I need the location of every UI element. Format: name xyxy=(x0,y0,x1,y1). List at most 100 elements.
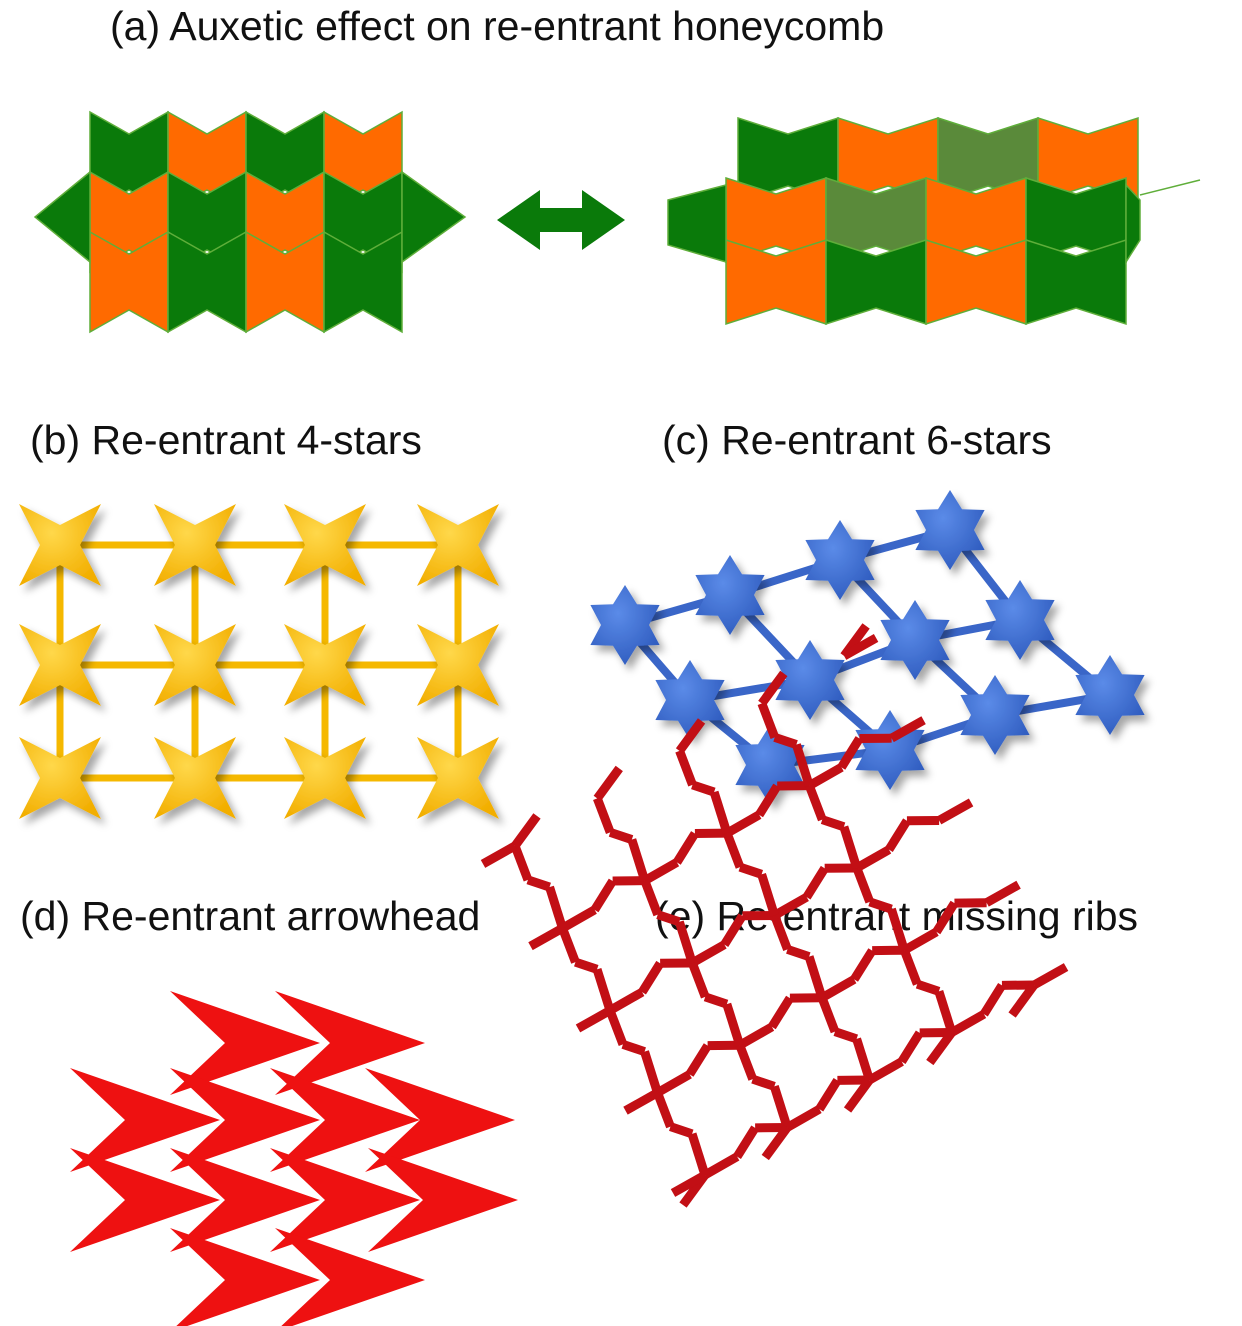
panel-e-missing-ribs xyxy=(480,623,1069,1208)
rib-segment xyxy=(852,866,874,904)
rib-segment xyxy=(709,790,732,835)
honeycomb-cell xyxy=(725,238,827,326)
four-point-star-icon xyxy=(19,504,101,586)
four-point-star-icon xyxy=(284,737,366,819)
panel-b-title: (b) Re-entrant 4-stars xyxy=(30,417,422,463)
arrowhead-shape xyxy=(270,1068,420,1172)
honeycomb-edge-cell xyxy=(667,184,727,264)
rib-segment xyxy=(773,733,798,749)
rib-segment xyxy=(653,1091,675,1129)
four-point-star-icon xyxy=(417,737,499,819)
rib-segment xyxy=(850,948,876,982)
six-point-star-icon xyxy=(695,555,765,635)
four-point-star-icon xyxy=(154,504,236,586)
rib-segment xyxy=(722,831,745,869)
rib-segment xyxy=(638,960,664,995)
rib-segment xyxy=(675,920,697,965)
rib-segment xyxy=(900,948,922,986)
rib-segment xyxy=(868,897,893,914)
four-point-star-icon xyxy=(154,737,236,819)
rib-segment xyxy=(915,979,941,996)
panel-c-title: (c) Re-entrant 6-stars xyxy=(662,417,1052,463)
rib-segment xyxy=(558,926,580,964)
rib-segment xyxy=(1008,982,1038,1018)
rib-segment xyxy=(902,927,939,955)
rib-segment xyxy=(854,845,892,872)
rib-segment xyxy=(807,763,844,790)
rib-segment xyxy=(926,1029,956,1066)
rib-segment xyxy=(703,992,729,1009)
rib-segment xyxy=(575,1006,613,1033)
rib-segment xyxy=(852,1037,874,1082)
arrowhead-shape xyxy=(70,1148,220,1252)
rib-segment xyxy=(688,961,710,999)
rib-segment xyxy=(724,810,762,838)
four-point-star-icon xyxy=(417,624,499,706)
rib-segment xyxy=(545,885,567,930)
rib-segment xyxy=(805,784,827,822)
rib-segment xyxy=(702,1152,740,1179)
arrowhead-shape xyxy=(170,1228,320,1326)
arrowhead-shape xyxy=(365,1068,515,1172)
rib-segment xyxy=(833,1027,859,1044)
rib-segment xyxy=(511,813,541,849)
rib-segment xyxy=(690,940,727,967)
rib-segment xyxy=(607,988,645,1015)
rib-segment xyxy=(758,670,788,707)
six-point-star-icon xyxy=(590,585,660,665)
honeycomb-edge-cell xyxy=(401,170,467,264)
rib-segment xyxy=(772,893,809,920)
rib-segment xyxy=(770,913,792,951)
rib-segment xyxy=(687,1132,710,1177)
six-point-star-icon xyxy=(880,600,950,680)
pull-line xyxy=(1139,179,1201,196)
honeycomb-cell xyxy=(925,238,1027,326)
rib-segment xyxy=(770,1085,792,1129)
rib-segment xyxy=(819,975,857,1002)
rib-segment xyxy=(786,945,811,961)
rib-segment xyxy=(590,878,617,913)
rib-segment xyxy=(593,765,623,802)
rib-segment xyxy=(980,982,1006,1017)
rib-segment xyxy=(887,907,909,952)
four-point-star-icon xyxy=(284,504,366,586)
rib-segment xyxy=(867,1057,904,1084)
rib-segment xyxy=(640,879,662,917)
rib-segment xyxy=(817,996,840,1034)
rib-segment xyxy=(623,1088,660,1115)
rib-segment xyxy=(560,905,597,933)
six-point-star-icon xyxy=(985,580,1055,660)
rib-segment xyxy=(949,1010,987,1037)
rib-segment xyxy=(528,924,565,951)
rib-segment xyxy=(669,1122,694,1139)
rib-segment xyxy=(804,955,827,1000)
six-point-star-icon xyxy=(960,675,1030,755)
rib-segment xyxy=(897,1030,924,1065)
rib-segment xyxy=(837,736,864,770)
arrowhead-shape xyxy=(170,1068,320,1172)
panel-b-4-stars xyxy=(19,504,499,819)
panel-a-title: (a) Auxetic effect on re-entrant honeyco… xyxy=(110,3,885,49)
rib-segment xyxy=(605,1008,628,1046)
rib-segment xyxy=(751,1074,776,1091)
four-point-star-icon xyxy=(154,624,236,706)
rib-segment xyxy=(802,865,829,900)
four-point-star-icon xyxy=(417,504,499,586)
rib-segment xyxy=(685,1043,712,1077)
four-point-star-icon xyxy=(19,624,101,706)
rib-segment xyxy=(768,995,794,1030)
panel-d-title: (d) Re-entrant arrowhead xyxy=(20,893,481,939)
rib-segment xyxy=(574,957,599,974)
rib-segment xyxy=(843,1077,874,1113)
rib-segment xyxy=(984,880,1021,907)
rib-segment xyxy=(592,967,615,1012)
rib-segment xyxy=(510,844,533,882)
arrowhead-shape xyxy=(275,1228,425,1326)
six-point-star-icon xyxy=(805,520,875,600)
four-point-star-icon xyxy=(284,624,366,706)
panel-a-honeycomb xyxy=(33,110,1201,334)
rib-segment xyxy=(755,783,781,818)
rib-segment xyxy=(934,990,957,1034)
four-point-star-icon xyxy=(19,737,101,819)
rib-segment xyxy=(655,1070,692,1097)
